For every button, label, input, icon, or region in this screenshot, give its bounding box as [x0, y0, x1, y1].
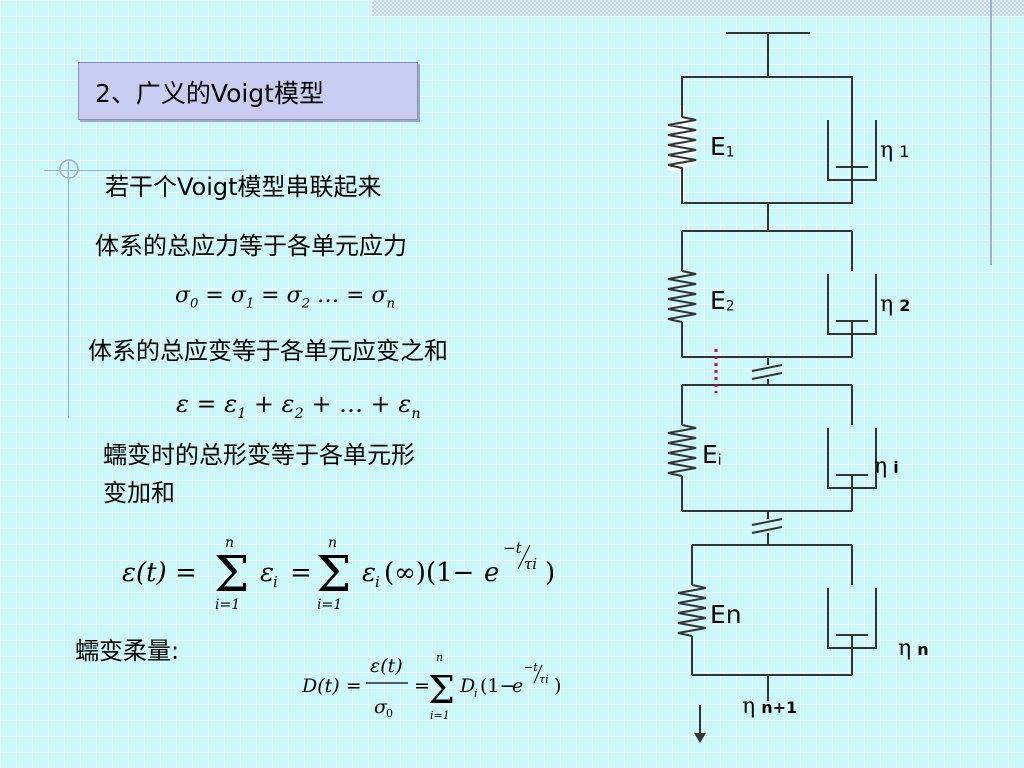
svg-text:i: i — [273, 573, 278, 591]
equation-creep-sum: ε(t) = Σ n i=1 ε i = Σ n i=1 ε i (∞)(1− … — [122, 535, 555, 613]
svg-text:Σ: Σ — [316, 545, 351, 603]
slide-title-box: 2、广义的Voigt模型 — [78, 62, 418, 120]
svg-text:n: n — [436, 651, 443, 664]
spring-label-i: Ei — [702, 440, 722, 469]
svg-text:(∞)(1−: (∞)(1− — [384, 558, 474, 588]
svg-text:(1−: (1− — [480, 675, 515, 697]
svg-text:D: D — [459, 675, 475, 697]
svg-text:=: = — [414, 675, 430, 697]
svg-text:ε: ε — [362, 558, 376, 588]
svg-text:−t: −t — [503, 539, 523, 557]
voigt-model-diagram — [667, 32, 877, 743]
svg-text:): ) — [545, 558, 555, 588]
svg-text:Σ: Σ — [428, 668, 455, 712]
svg-text:e: e — [484, 558, 499, 588]
spring-label-n: En — [710, 600, 742, 629]
svg-text:i: i — [375, 573, 380, 591]
svg-text:i=1: i=1 — [430, 709, 450, 722]
text-creep-deformation: 蠕变时的总形变等于各单元形 — [103, 441, 415, 469]
svg-text:n: n — [328, 535, 337, 551]
spring-label-1: E1 — [710, 132, 735, 161]
decorative-circle — [59, 159, 79, 179]
text-total-strain: 体系的总应变等于各单元应变之和 — [88, 337, 448, 365]
svg-text:D(t) =: D(t) = — [301, 675, 362, 697]
svg-text:0: 0 — [386, 707, 393, 720]
svg-text:ε: ε — [260, 558, 274, 588]
svg-text:ε(t) =: ε(t) = — [122, 558, 197, 588]
equation-stress: σ0 = σ1 = σ2 … = σn — [175, 283, 396, 312]
top-decorative-band — [372, 0, 1024, 16]
svg-text:i=1: i=1 — [317, 597, 342, 613]
decorative-line-left — [68, 160, 69, 418]
text-total-stress: 体系的总应力等于各单元应力 — [95, 232, 407, 260]
equation-creep-compliance: D(t) = ε(t) σ 0 = Σ n i=1 D i (1− e −t τ… — [301, 651, 561, 722]
text-creep-sum: 变加和 — [103, 479, 175, 507]
decorative-line-right — [990, 0, 992, 265]
svg-text:ε(t): ε(t) — [370, 655, 403, 677]
text-series-voigt: 若干个Voigt模型串联起来 — [105, 173, 382, 201]
slide-title: 2、广义的Voigt模型 — [95, 79, 324, 108]
svg-text:Σ: Σ — [214, 545, 249, 603]
svg-text:n: n — [225, 535, 234, 551]
svg-text:τi: τi — [524, 555, 537, 573]
decorative-line-horizontal — [44, 170, 244, 171]
svg-text:): ) — [554, 675, 561, 697]
svg-text:−t: −t — [524, 661, 538, 674]
svg-text:i=1: i=1 — [215, 597, 240, 613]
svg-text:=: = — [290, 558, 312, 588]
equation-strain: ε = ε1 + ε2 + … + εn — [176, 390, 421, 422]
svg-text:i: i — [474, 687, 478, 700]
svg-text:e: e — [512, 675, 523, 697]
spring-label-2: E2 — [710, 286, 735, 315]
svg-text:τi: τi — [539, 673, 549, 686]
text-creep-compliance: 蠕变柔量: — [75, 637, 180, 665]
svg-text:σ: σ — [374, 696, 388, 718]
